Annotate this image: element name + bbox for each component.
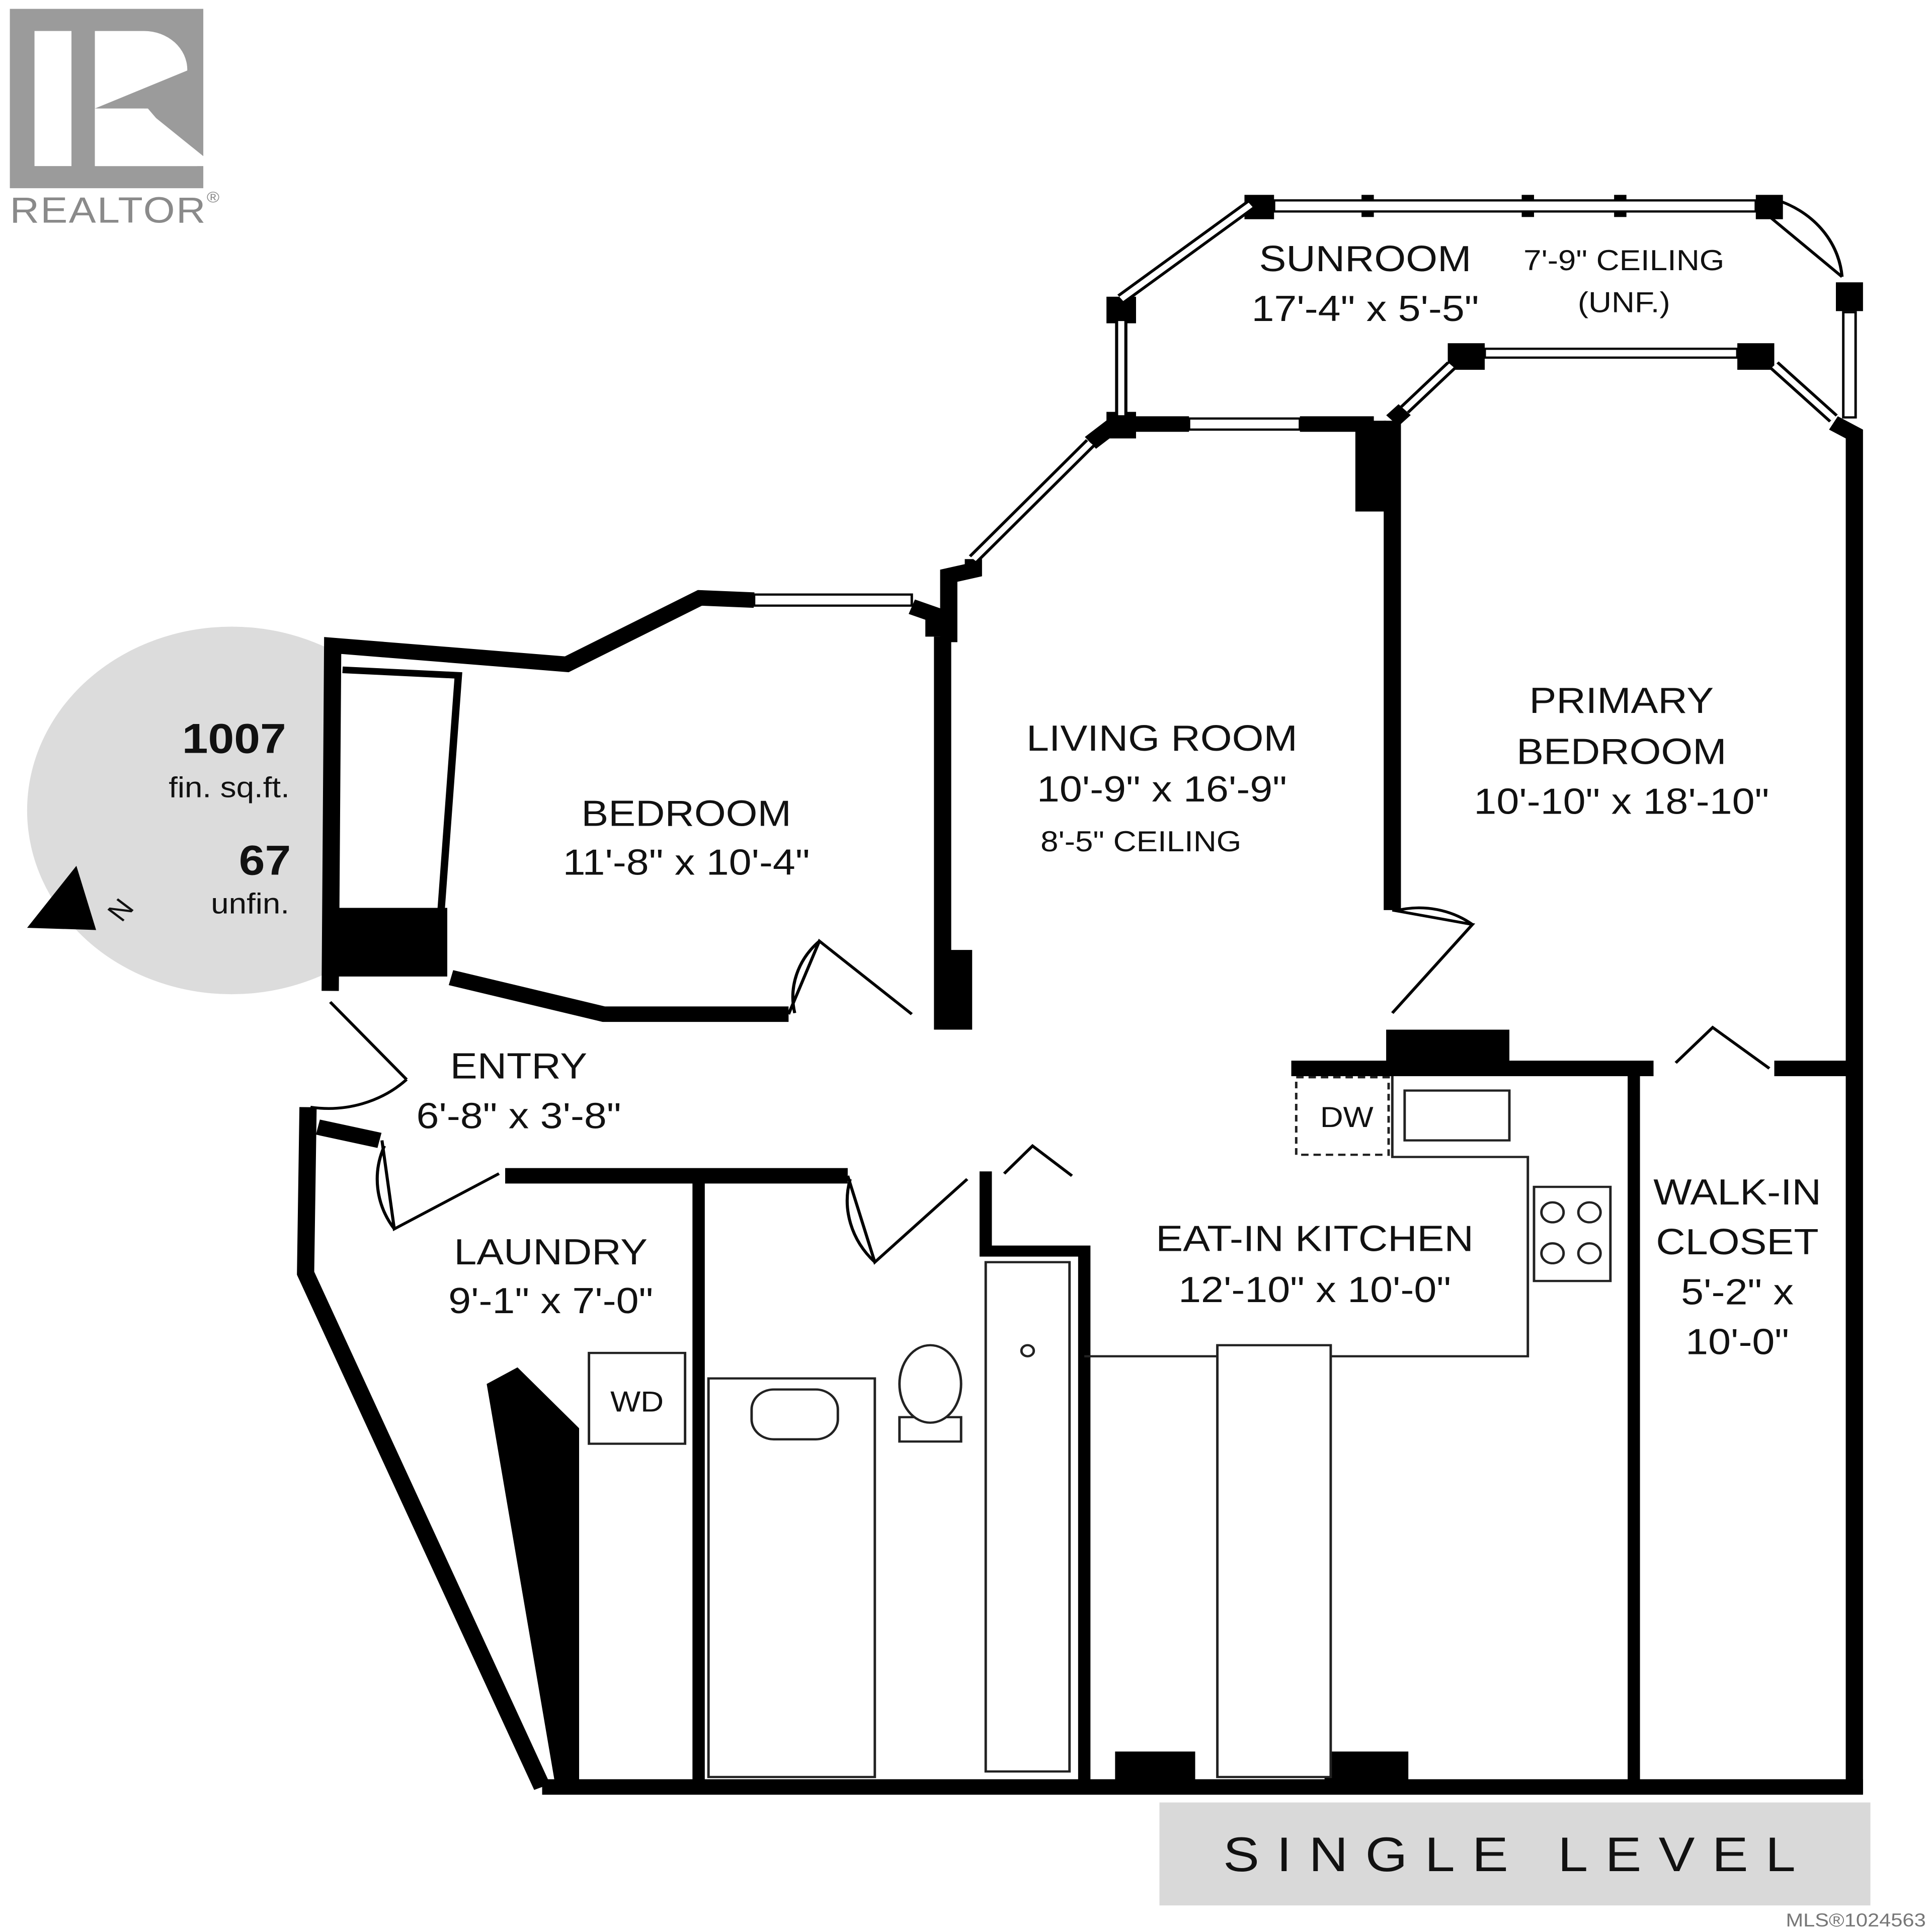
area-summary-circle <box>27 626 336 995</box>
room-primary-bedroom: PRIMARY BEDROOM 10'-10" x 18'-10" <box>1474 680 1769 822</box>
kitchen-dims: 12'-10" x 10'-0" <box>1178 1269 1451 1310</box>
room-kitchen: EAT-IN KITCHEN 12'-10" x 10'-0" <box>1156 1218 1474 1310</box>
closet-dims-2: 10'-0" <box>1685 1321 1789 1362</box>
room-laundry: LAUNDRY 9'-1" x 7'-0" <box>448 1232 653 1321</box>
mls-number: MLS®1024563 <box>1786 1910 1925 1931</box>
fixtures: DW WD <box>588 1076 1612 1779</box>
living-dims: 10'-9" x 16'-9" <box>1037 769 1287 810</box>
sunroom-unfinished-note: (UNF.) <box>1578 286 1670 318</box>
unfinished-sqft-label: unfin. <box>211 887 289 919</box>
unfinished-sqft-value: 67 <box>239 837 291 884</box>
sunroom-dims: 17'-4" x 5'-5" <box>1251 288 1479 329</box>
primary-name-2: BEDROOM <box>1516 731 1726 772</box>
room-entry: ENTRY 6'-8" x 3'-8" <box>416 1045 621 1136</box>
washer-dryer-label: WD <box>610 1386 664 1418</box>
sunroom-name: SUNROOM <box>1259 238 1471 279</box>
bedroom-name: BEDROOM <box>581 793 791 834</box>
room-living: LIVING ROOM 10'-9" x 16'-9" 8'-5" CEILIN… <box>1026 718 1298 858</box>
dishwasher-label: DW <box>1320 1101 1374 1133</box>
closet-name-1: WALK-IN <box>1653 1172 1821 1213</box>
walls <box>297 195 1863 1795</box>
sunroom-ceiling: 7'-9" CEILING <box>1523 244 1724 276</box>
closet-name-2: CLOSET <box>1656 1222 1818 1262</box>
laundry-name: LAUNDRY <box>454 1232 648 1272</box>
entry-name: ENTRY <box>450 1045 587 1086</box>
finished-sqft-label: fin. sq.ft. <box>169 771 290 803</box>
room-bedroom: BEDROOM 11'-8" x 10'-4" <box>563 793 810 882</box>
level-band <box>1159 1802 1871 1906</box>
room-walk-in-closet: WALK-IN CLOSET 5'-2" x 10'-0" <box>1653 1172 1821 1362</box>
svg-text:REALTOR®: REALTOR® <box>10 188 221 230</box>
room-sunroom: SUNROOM 17'-4" x 5'-5" 7'-9" CEILING (UN… <box>1251 238 1724 329</box>
north-arrow-icon <box>27 865 97 930</box>
primary-name-1: PRIMARY <box>1530 680 1714 721</box>
windows <box>753 199 1857 607</box>
closet-dims-1: 5'-2" x <box>1681 1271 1794 1312</box>
realtor-logo: REALTOR® <box>10 9 221 230</box>
primary-dims: 10'-10" x 18'-10" <box>1474 781 1769 822</box>
doors <box>310 198 1844 1265</box>
finished-sqft-value: 1007 <box>182 715 286 762</box>
living-name: LIVING ROOM <box>1026 718 1298 759</box>
laundry-dims: 9'-1" x 7'-0" <box>448 1280 653 1321</box>
entry-dims: 6'-8" x 3'-8" <box>416 1095 621 1136</box>
level-label: SINGLE LEVEL <box>1223 1827 1813 1882</box>
bedroom-dims: 11'-8" x 10'-4" <box>563 842 810 882</box>
kitchen-name: EAT-IN KITCHEN <box>1156 1218 1474 1259</box>
living-ceiling: 8'-5" CEILING <box>1040 825 1241 857</box>
